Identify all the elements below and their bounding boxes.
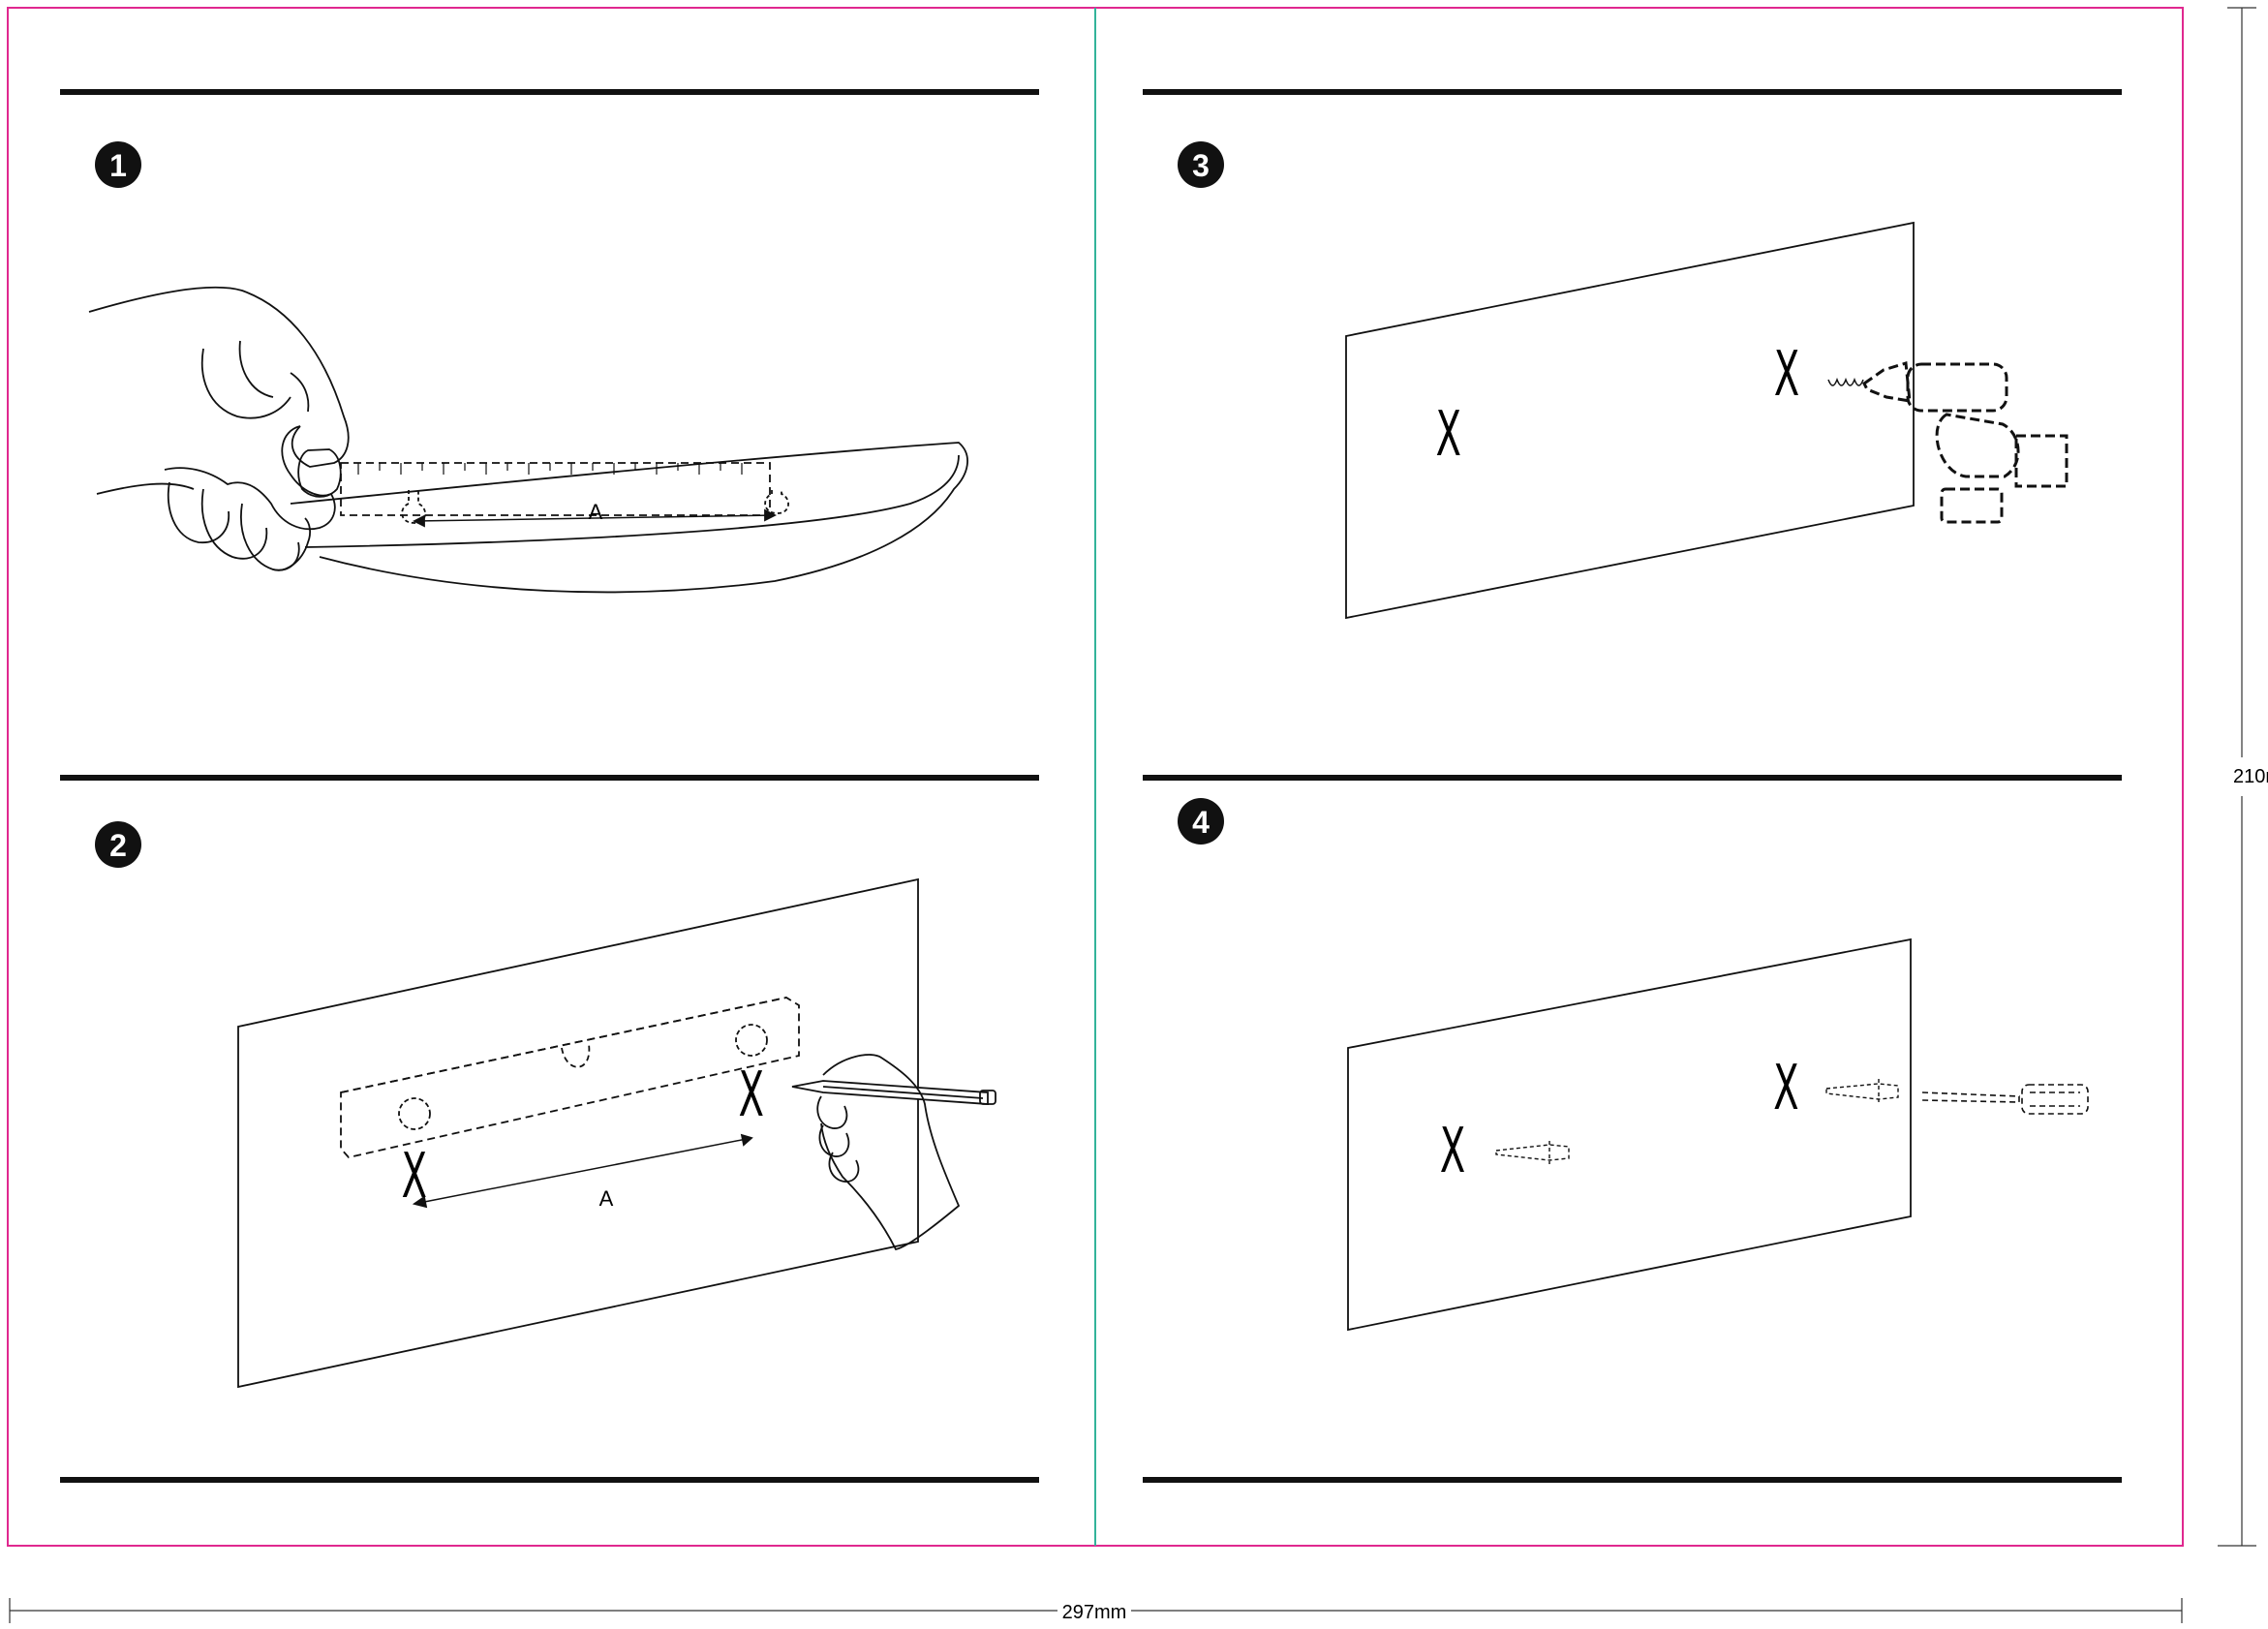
step-3-mark-left: X [1436,399,1461,471]
wall-panel [1345,221,1915,620]
step-4-number: 4 [1192,805,1210,840]
level-bar [340,462,771,516]
step-2-dimension-label: A [599,1186,614,1211]
step-4-illustration [1347,937,2089,1332]
step-2-mark-left: X [402,1141,427,1213]
wall-anchor-left [1495,1141,1570,1164]
step-1-illustration [88,286,968,594]
hand-icon [88,286,350,468]
wall-panel [237,877,919,1389]
drill-bit [1827,377,1864,386]
dimension-line [414,1137,752,1205]
step-1-dimension-label: A [589,500,603,524]
keyhole-slot-left [401,490,426,524]
bubble-vial-left [398,1097,431,1130]
bubble-vial-right [735,1024,768,1057]
level-ticks [357,463,743,475]
step-2-illustration [237,877,996,1389]
width-dimension-label: 297mm [1062,1602,1127,1623]
shelf-outline [290,442,968,594]
dimension-line [414,514,776,522]
step-4-mark-right: X [1773,1053,1798,1124]
drill-icon [1862,361,2069,524]
step-2-number: 2 [109,828,127,863]
height-dimension-label: 210mm [2233,766,2268,787]
wall-panel [1347,937,1912,1332]
step-2-badge: 2 [95,821,141,868]
step-4-badge: 4 [1178,798,1224,845]
screwdriver-icon [1921,1084,2089,1115]
hand-icon [820,1054,961,1251]
step-3-illustration [1345,221,2069,620]
step-2-mark-right: X [739,1060,764,1131]
keyhole-slot-right [764,490,789,514]
pencil-icon [791,1080,996,1105]
step-1-badge: 1 [95,141,141,188]
step-3-badge: 3 [1178,141,1224,188]
section-rules [60,89,2122,1483]
wall-anchor-right [1825,1079,1899,1102]
step-3-number: 3 [1192,148,1210,183]
height-dimension [2218,7,2256,1547]
step-1-number: 1 [109,148,127,183]
width-dimension [9,1598,2183,1623]
step-3-mark-right: X [1774,339,1799,411]
step-4-mark-left: X [1440,1116,1465,1187]
